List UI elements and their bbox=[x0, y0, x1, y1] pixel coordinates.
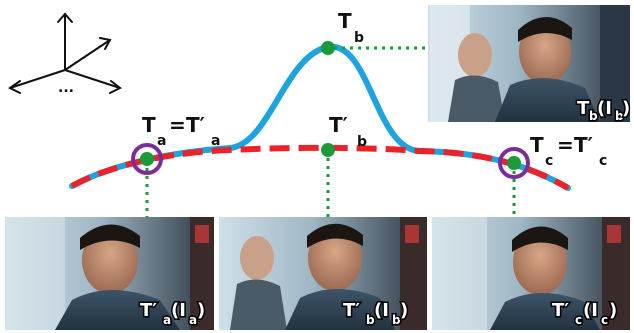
thumb-tr-paren-open: (I bbox=[597, 98, 612, 119]
thumbnail-top-right-caption: T b (I b ) bbox=[576, 97, 632, 125]
label-ta-right-sub: a bbox=[211, 133, 220, 149]
point-tb bbox=[321, 41, 335, 55]
thumb-bl-main: T′ bbox=[140, 300, 157, 321]
thumb-bm-paren-close: ) bbox=[400, 300, 408, 321]
thumb-bm-paren-open: (I bbox=[374, 300, 389, 321]
label-tc-eq: = bbox=[557, 133, 574, 157]
label-tpb-main: T′ bbox=[329, 113, 348, 137]
label-tpb: T′ b bbox=[329, 113, 367, 150]
label-tb-main: T bbox=[338, 9, 352, 33]
thumb-bm-sub: b bbox=[366, 313, 375, 327]
thumb-bm-paren-sub: b bbox=[392, 313, 401, 327]
label-ta-eq: = bbox=[169, 113, 186, 137]
thumb-tr-sub: b bbox=[589, 109, 598, 123]
label-tpb-sub: b bbox=[357, 134, 367, 150]
thumb-br-sub: c bbox=[575, 313, 582, 327]
point-tc bbox=[507, 156, 521, 170]
axes-ellipsis: ... bbox=[58, 80, 74, 96]
thumbnail-bottom-right bbox=[432, 217, 630, 330]
thumb-tr-paren-close: ) bbox=[622, 98, 630, 119]
label-tb: T b bbox=[338, 9, 364, 46]
label-ta-right: T′ bbox=[186, 113, 205, 137]
thumbnail-bottom-middle bbox=[219, 217, 427, 330]
label-tc-right: T′ bbox=[574, 133, 593, 157]
thumb-bl-paren-close: ) bbox=[197, 300, 205, 321]
thumb-bl-paren-open: (I bbox=[171, 300, 186, 321]
label-tb-sub: b bbox=[354, 30, 364, 46]
thumbnail-top-right bbox=[428, 5, 630, 122]
dotted-connectors bbox=[145, 46, 516, 217]
label-tc-left: T bbox=[530, 133, 544, 157]
thumbnail-bottom-left-caption: T′ a (I a ) bbox=[139, 299, 207, 329]
thumbnail-bottom-right-caption: T′ c (I c ) bbox=[551, 299, 619, 329]
thumbnail-bottom-middle-caption: T′ b (I b ) bbox=[342, 299, 410, 329]
thumbnail-bottom-left bbox=[5, 217, 214, 330]
label-tc: T c = T′ c bbox=[530, 133, 607, 169]
point-tpb bbox=[321, 143, 335, 157]
label-tc-left-sub: c bbox=[545, 153, 553, 169]
point-ta bbox=[140, 152, 154, 166]
ring-ta bbox=[131, 143, 163, 175]
ring-tc bbox=[498, 147, 530, 179]
thumb-bm-main: T′ bbox=[343, 300, 360, 321]
label-ta-left: T bbox=[142, 113, 156, 137]
thumb-bl-paren-sub: a bbox=[189, 313, 197, 327]
thumb-br-paren-close: ) bbox=[609, 300, 617, 321]
thumb-br-main: T′ bbox=[552, 300, 569, 321]
label-tc-right-sub: c bbox=[599, 153, 607, 169]
thumb-br-paren-sub: c bbox=[601, 313, 608, 327]
thumb-bl-sub: a bbox=[163, 313, 171, 327]
label-ta: T a = T′ a bbox=[142, 113, 220, 149]
thumb-tr-main: T bbox=[577, 98, 590, 119]
coordinate-axes-icon bbox=[8, 12, 122, 94]
label-ta-left-sub: a bbox=[157, 133, 166, 149]
thumb-tr-paren-sub: b bbox=[615, 109, 624, 123]
thumb-br-paren-open: (I bbox=[583, 300, 598, 321]
